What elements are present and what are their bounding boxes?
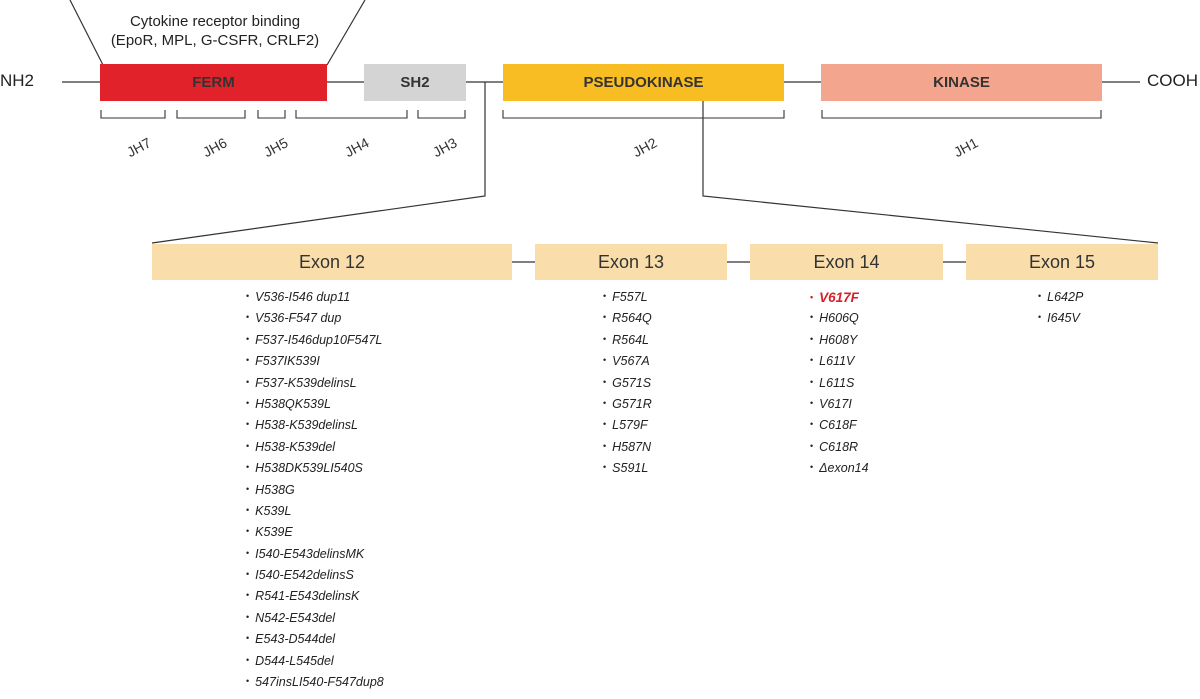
mutation-item: H538G [246, 480, 384, 501]
mutation-item: H538-K539del [246, 437, 384, 458]
mutation-item: V567A [603, 351, 652, 372]
exon-13-mutations: F557LR564QR564LV567AG571SG571RL579FH587N… [603, 287, 652, 480]
jh6-bracket [176, 110, 246, 119]
domain-kinase: KINASE [821, 64, 1102, 101]
mutation-item: F537-K539delinsL [246, 373, 384, 394]
mutation-item: H608Y [810, 330, 869, 351]
mutation-item: H587N [603, 437, 652, 458]
mutation-item: L611V [810, 351, 869, 372]
domain-ferm: FERM [100, 64, 327, 101]
mutation-item: E543-D544del [246, 629, 384, 650]
domain-pseudokinase: PSEUDOKINASE [503, 64, 784, 101]
exon-12-box: Exon 12 [152, 244, 512, 280]
mutation-item: V617F [810, 287, 869, 308]
jh-brackets [100, 110, 1102, 119]
mutation-item: H538DK539LI540S [246, 458, 384, 479]
binding-label: Cytokine receptor binding (EpoR, MPL, G-… [100, 12, 330, 50]
mutation-item: I540-E543delinsMK [246, 544, 384, 565]
binding-label-title: Cytokine receptor binding [129, 13, 301, 30]
jh5-bracket [257, 110, 286, 119]
mutation-item: K539L [246, 501, 384, 522]
mutation-item: Δexon14 [810, 458, 868, 479]
mutation-item: R564L [603, 330, 652, 351]
exon-12-mutations: V536-I546 dup11V536-F547 dupF537-I546dup… [246, 287, 384, 693]
jh1-bracket [821, 110, 1102, 119]
mutation-item: F537-I546dup10F547L [246, 330, 384, 351]
binding-label-receptors: (EpoR, MPL, G-CSFR, CRLF2) [110, 32, 320, 49]
exon-14-box: Exon 14 [750, 244, 943, 280]
mutation-item: 547insLI540-F547dup8 [246, 672, 384, 693]
exon-15-mutations: L642PI645V [1038, 287, 1083, 330]
mutation-item: R564Q [603, 308, 652, 329]
n-terminus-label: NH2 [0, 71, 35, 90]
mutation-item: L611S [810, 373, 869, 394]
jh2-bracket [502, 110, 785, 119]
binding-left-line [69, 0, 104, 66]
connector-left [151, 82, 486, 244]
mutation-item: S591L [603, 458, 652, 479]
mutation-item: C618R [810, 437, 869, 458]
mutation-item: H538-K539delinsL [246, 415, 384, 436]
c-terminus-label: COOH [1147, 71, 1198, 90]
jh7-bracket [100, 110, 166, 119]
jh3-bracket [417, 110, 466, 119]
mutation-item: V536-I546 dup11 [246, 287, 384, 308]
mutation-item: C618F [810, 415, 869, 436]
mutation-item: K539E [246, 522, 384, 543]
mutation-item: H606Q [810, 308, 869, 329]
mutation-item: G571S [603, 373, 652, 394]
mutation-item: D544-L545del [246, 651, 384, 672]
mutation-item: G571R [603, 394, 652, 415]
mutation-item: L642P [1038, 287, 1083, 308]
mutation-item: N542-E543del [246, 608, 384, 629]
mutation-item: I645V [1038, 308, 1083, 329]
mutation-item: L579F [603, 415, 652, 436]
zoom-connectors [151, 82, 1159, 244]
mutation-item: V617I [810, 394, 869, 415]
jh4-bracket [295, 110, 408, 119]
exon-15-box: Exon 15 [966, 244, 1158, 280]
mutation-item: F557L [603, 287, 652, 308]
mutation-item: H538QK539L [246, 394, 384, 415]
mutation-item: R541-E543delinsK [246, 586, 384, 607]
mutation-item: I540-E542delinsS [246, 565, 384, 586]
exon-14-mutations: V617FH606QH608YL611VL611SV617IC618FC618R… [810, 287, 869, 480]
connector-right [702, 100, 1159, 244]
mutation-item: F537IK539I [246, 351, 384, 372]
exon-13-box: Exon 13 [535, 244, 727, 280]
mutation-item: V536-F547 dup [246, 308, 384, 329]
binding-right-line [326, 0, 366, 66]
domain-sh2: SH2 [364, 64, 466, 101]
